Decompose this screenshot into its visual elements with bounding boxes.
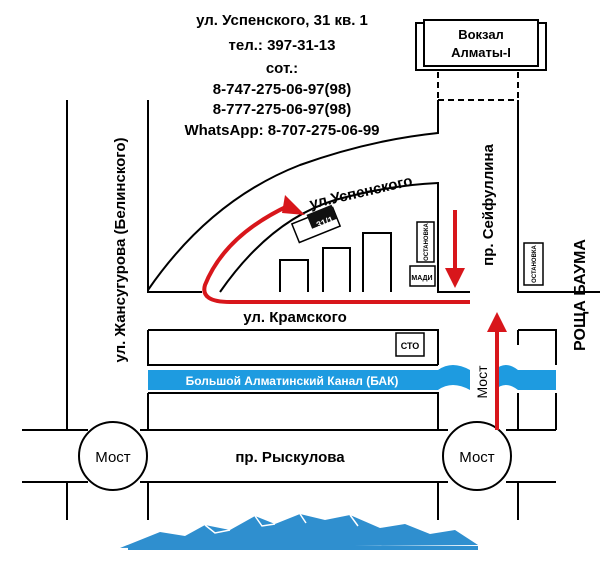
bridge-right: Мост — [442, 421, 512, 491]
bus-stop-2-label: ОСТАНОВКА — [532, 244, 538, 282]
canal-label: Большой Алматинский Канал (БАК) — [186, 374, 399, 388]
bus-stop-1: ОСТАНОВКА — [416, 221, 435, 263]
madi-building: МАДИ — [409, 265, 436, 287]
house-31-1: 31/1 — [290, 204, 342, 244]
canal: Большой Алматинский Канал (БАК) — [148, 365, 556, 390]
madi-label: МАДИ — [411, 275, 432, 282]
zhansugurova-label: ул. Жансугурова (Белинского) — [112, 137, 129, 362]
street-labels: ул.Успенского ул. Крамского ул. Жансугур… — [112, 137, 589, 466]
mobile-label: сот.: — [266, 60, 298, 77]
seifullina-label: пр. Сейфуллина — [480, 143, 497, 265]
bridge-vertical-label: Мост — [474, 365, 490, 399]
whatsapp-text: WhatsApp: 8-707-275-06-99 — [184, 122, 379, 139]
sto-building: СТО — [395, 332, 425, 357]
sto-label: СТО — [401, 341, 420, 351]
contact-block: ул. Успенского, 31 кв. 1 тел.: 397-31-13… — [184, 12, 379, 139]
address-text: ул. Успенского, 31 кв. 1 — [196, 12, 368, 29]
bridge-right-label: Мост — [459, 449, 495, 466]
mobile-2-text: 8-777-275-06-97(98) — [213, 101, 351, 118]
station-label-line1: Вокзал — [458, 27, 504, 42]
station-building: Вокзал Алматы-I — [415, 19, 547, 71]
ryskulova-label: пр. Рыскулова — [235, 449, 345, 466]
bridge-left-label: Мост — [95, 449, 131, 466]
mobile-1-text: 8-747-275-06-97(98) — [213, 81, 351, 98]
station-label-line2: Алматы-I — [451, 45, 511, 60]
phone-text: тел.: 397-31-13 — [229, 37, 336, 54]
roads — [22, 72, 600, 520]
bauma-label: РОЩА БАУМА — [572, 239, 589, 351]
bus-stop-2: ОСТАНОВКА — [523, 242, 544, 286]
mountains-illustration — [120, 513, 478, 550]
route — [202, 195, 507, 430]
bridge-left: Мост — [78, 421, 148, 491]
kramskogo-label: ул. Крамского — [243, 309, 347, 326]
bus-stop-1-label: ОСТАНОВКА — [424, 222, 430, 260]
